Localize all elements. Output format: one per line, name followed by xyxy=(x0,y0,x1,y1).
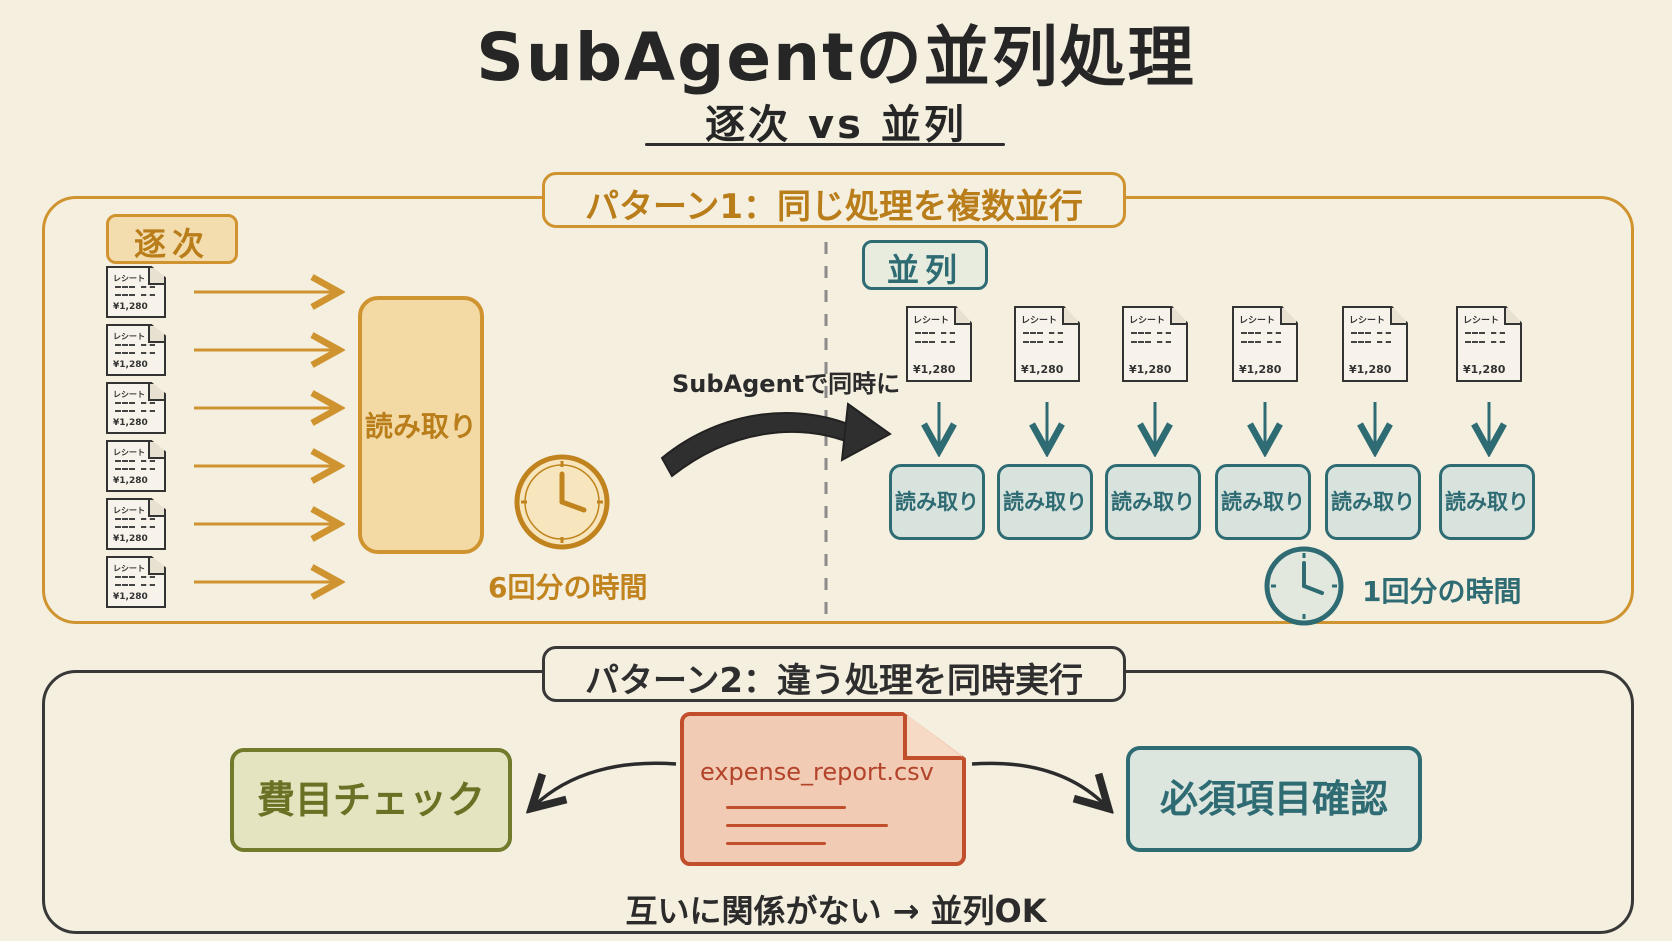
receipt-title: レシート xyxy=(113,390,145,399)
parallel-time-label: 1回分の時間 xyxy=(1362,575,1522,608)
clock-icon xyxy=(1264,546,1344,626)
receipt-title: レシート xyxy=(1349,316,1386,326)
sequential-arrows xyxy=(194,292,336,582)
parallel-down-arrows xyxy=(939,402,1489,448)
receipt-amount: ¥1,280 xyxy=(913,363,956,376)
receipt-icon: レシート ¥1,280 xyxy=(106,382,166,434)
receipt-title: レシート xyxy=(113,564,145,573)
receipt-icon: レシート ¥1,280 xyxy=(1014,306,1080,382)
receipt-title: レシート xyxy=(1239,316,1276,326)
receipt-amount: ¥1,280 xyxy=(113,418,148,428)
receipt-title: レシート xyxy=(113,274,145,283)
sequential-read-box xyxy=(358,296,484,554)
receipt-icon: レシート ¥1,280 xyxy=(106,266,166,318)
receipt-icon: レシート ¥1,280 xyxy=(1342,306,1408,382)
receipt-amount: ¥1,280 xyxy=(1349,363,1392,376)
receipt-title: レシート xyxy=(113,332,145,341)
pattern1-title: パターン1：同じ処理を複数並行 xyxy=(542,172,1126,228)
parallel-read-box: 読み取り xyxy=(1105,464,1201,540)
clock-icon xyxy=(514,454,610,550)
receipt-icon: レシート ¥1,280 xyxy=(1456,306,1522,382)
receipt-amount: ¥1,280 xyxy=(1463,363,1506,376)
parallel-read-box: 読み取り xyxy=(1439,464,1535,540)
csv-file-name: expense_report.csv xyxy=(700,758,934,786)
receipt-amount: ¥1,280 xyxy=(1239,363,1282,376)
receipt-amount: ¥1,280 xyxy=(113,534,148,544)
receipt-title: レシート xyxy=(1463,316,1500,326)
parallel-read-box: 読み取り xyxy=(997,464,1093,540)
parallel-read-box: 読み取り xyxy=(1325,464,1421,540)
expense-category-check-box: 費目チェック xyxy=(230,748,512,852)
receipt-amount: ¥1,280 xyxy=(113,592,148,602)
subagent-arrow-icon xyxy=(660,402,892,478)
page-title: SubAgentの並列処理 xyxy=(476,19,1196,96)
sequential-tag: 逐次 xyxy=(106,214,238,264)
receipt-icon: レシート ¥1,280 xyxy=(1122,306,1188,382)
footer-note: 互いに関係がない → 並列OK xyxy=(625,892,1047,930)
receipt-icon: レシート ¥1,280 xyxy=(906,306,972,382)
receipt-title: レシート xyxy=(113,506,145,515)
receipt-amount: ¥1,280 xyxy=(113,476,148,486)
receipt-icon: レシート ¥1,280 xyxy=(1232,306,1298,382)
subtitle-underline xyxy=(645,143,1005,146)
arrow-to-left-task-icon xyxy=(534,761,677,806)
receipt-amount: ¥1,280 xyxy=(1129,363,1172,376)
receipt-icon: レシート ¥1,280 xyxy=(106,498,166,550)
page-subtitle: 逐次 vs 並列 xyxy=(705,102,967,148)
receipt-amount: ¥1,280 xyxy=(113,302,148,312)
sequential-time-label: 6回分の時間 xyxy=(488,571,648,604)
file-text-line xyxy=(726,842,826,845)
parallel-read-box: 読み取り xyxy=(1215,464,1311,540)
pattern2-title: パターン2：違う処理を同時実行 xyxy=(542,646,1126,702)
required-fields-check-box: 必須項目確認 xyxy=(1126,746,1422,852)
parallel-tag: 並列 xyxy=(862,240,988,290)
receipt-icon: レシート ¥1,280 xyxy=(106,324,166,376)
subagent-label: SubAgentで同時に xyxy=(672,370,901,398)
receipt-amount: ¥1,280 xyxy=(1021,363,1064,376)
receipt-title: レシート xyxy=(113,448,145,457)
receipt-title: レシート xyxy=(1129,316,1166,326)
file-text-line xyxy=(726,824,888,827)
file-text-line xyxy=(726,806,846,809)
arrow-to-right-task-icon xyxy=(971,761,1106,806)
sequential-read-label: 読み取り xyxy=(364,410,477,443)
receipt-icon: レシート ¥1,280 xyxy=(106,556,166,608)
receipt-title: レシート xyxy=(1021,316,1058,326)
receipt-icon: レシート ¥1,280 xyxy=(106,440,166,492)
parallel-read-box: 読み取り xyxy=(889,464,985,540)
receipt-amount: ¥1,280 xyxy=(113,360,148,370)
receipt-title: レシート xyxy=(913,316,950,326)
